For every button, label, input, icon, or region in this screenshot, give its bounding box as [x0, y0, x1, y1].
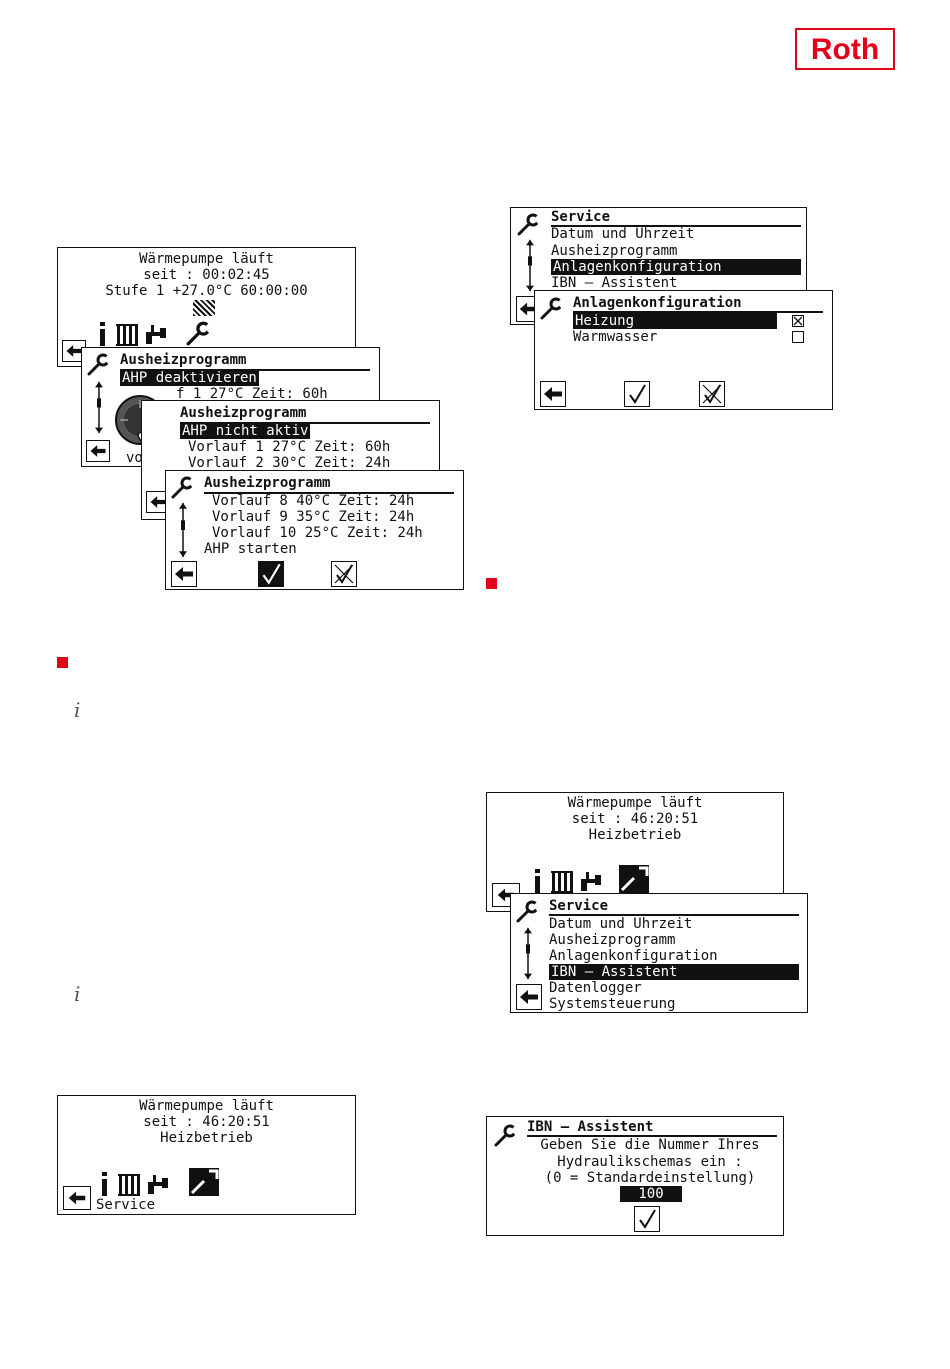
s4-service-screen: Service Datum und Uhrzeit Ausheizprogram…: [510, 893, 808, 1013]
confirm-button[interactable]: [258, 561, 284, 587]
s5-line2: Hydraulikschemas ein :: [557, 1154, 743, 1170]
s4-service-item-3[interactable]: IBN – Assistent: [549, 964, 799, 980]
s2-service-item-2[interactable]: Anlagenkonfiguration: [551, 259, 801, 275]
confirm-button[interactable]: [634, 1206, 660, 1232]
s2-config-screen: Anlagenkonfiguration Heizung Warmwasser: [534, 290, 833, 410]
s3-footer: Service: [96, 1197, 156, 1213]
wrench-icon: [171, 475, 195, 499]
s4-service-item-5[interactable]: Systemsteuerung: [549, 996, 676, 1012]
s3-main-screen: Wärmepumpe läuft seit : 46:20:51 Heizbet…: [57, 1095, 356, 1215]
s1-ahp2-row2: Vorlauf 2 30°C Zeit: 24h: [188, 455, 391, 471]
scrollbar[interactable]: [525, 238, 535, 293]
schema-number-input[interactable]: 100: [620, 1186, 682, 1202]
s3-line1: Wärmepumpe läuft: [139, 1098, 274, 1114]
s5-ibn-screen: IBN – Assistent Geben Sie die Nummer Ihr…: [486, 1116, 784, 1236]
s1-ahp2-selected[interactable]: AHP nicht aktiv: [180, 423, 311, 439]
s1-main-line3: Stufe 1 +27.0°C 60:00:00: [105, 283, 308, 299]
s1-ahp3-row1: Vorlauf 8 40°C Zeit: 24h: [212, 493, 415, 509]
s1-ahp2-row1: Vorlauf 1 27°C Zeit: 60h: [188, 439, 391, 455]
s4-main-line3: Heizbetrieb: [588, 827, 682, 843]
s4-service-item-1[interactable]: Ausheizprogramm: [549, 932, 676, 948]
s1-main-line1: Wärmepumpe läuft: [139, 251, 274, 267]
s3-line2: seit : 46:20:51: [143, 1114, 270, 1130]
wrench-icon: [516, 899, 540, 923]
s2-service-item-0[interactable]: Datum und Uhrzeit: [551, 226, 695, 242]
s1-ahp1-selected[interactable]: AHP deaktivieren: [120, 370, 259, 386]
s1-main-line2: seit : 00:02:45: [143, 267, 270, 283]
scrollbar[interactable]: [178, 501, 188, 559]
back-button[interactable]: [171, 561, 197, 587]
s1-ahp1-title: Ausheizprogramm: [120, 352, 247, 368]
back-button[interactable]: [540, 381, 566, 407]
s4-main-screen: Wärmepumpe läuft seit : 46:20:51 Heizbet…: [486, 792, 784, 912]
s4-service-title: Service: [549, 898, 609, 914]
s1-ahp3-row3: Vorlauf 10 25°C Zeit: 24h: [212, 525, 423, 541]
s4-main-line2: seit : 46:20:51: [571, 811, 699, 827]
svg-text:Roth: Roth: [811, 33, 879, 66]
s2-config-item-0[interactable]: Heizung: [573, 313, 777, 329]
s3-line3: Heizbetrieb: [160, 1130, 253, 1146]
s5-title: IBN – Assistent: [527, 1119, 654, 1135]
s1-ahp2-title: Ausheizprogramm: [180, 405, 307, 421]
s1-ahp1-footer: vo: [126, 450, 143, 466]
s4-main-line1: Wärmepumpe läuft: [567, 795, 703, 811]
s5-line1: Geben Sie die Nummer Ihres: [540, 1137, 760, 1153]
s1-ahp3-screen: Ausheizprogramm Vorlauf 8 40°C Zeit: 24h…: [165, 470, 464, 590]
s4-service-item-2[interactable]: Anlagenkonfiguration: [549, 948, 718, 964]
scrollbar[interactable]: [523, 926, 533, 981]
back-button[interactable]: [63, 1186, 91, 1210]
service-icon[interactable]: [619, 865, 649, 893]
heizung-checkbox[interactable]: [792, 315, 804, 327]
wrench-icon[interactable]: [186, 320, 212, 346]
progress-indicator: [193, 300, 215, 316]
s1-ahp3-row4[interactable]: AHP starten: [204, 541, 297, 557]
s2-config-title: Anlagenkonfiguration: [573, 295, 742, 311]
wrench-icon: [494, 1123, 518, 1147]
info-icon: i: [74, 982, 81, 1006]
back-button[interactable]: [86, 440, 110, 462]
cancel-button[interactable]: [699, 381, 725, 407]
s2-config-item-1[interactable]: Warmwasser: [573, 329, 658, 345]
wrench-icon: [517, 212, 541, 236]
s1-ahp1-row: f 1 27°C Zeit: 60h: [176, 386, 328, 402]
s1-ahp3-row2: Vorlauf 9 35°C Zeit: 24h: [212, 509, 415, 525]
bullet-icon: [486, 578, 497, 589]
roth-logo: Roth: [795, 28, 895, 70]
s4-service-item-0[interactable]: Datum und Uhrzeit: [549, 916, 693, 932]
s2-service-title: Service: [551, 209, 611, 225]
s4-service-item-4[interactable]: Datenlogger: [549, 980, 642, 996]
wrench-icon: [87, 352, 111, 376]
s5-line3: (0 = Standardeinstellung): [544, 1170, 756, 1186]
s1-ahp3-title: Ausheizprogramm: [204, 475, 331, 491]
confirm-button[interactable]: [624, 381, 650, 407]
s2-service-item-3[interactable]: IBN – Assistent: [551, 275, 678, 291]
bullet-icon: [57, 657, 68, 668]
info-icon: i: [74, 698, 81, 722]
scrollbar[interactable]: [94, 380, 104, 435]
cancel-button[interactable]: [331, 561, 357, 587]
s2-service-item-1[interactable]: Ausheizprogramm: [551, 243, 678, 259]
warmwasser-checkbox[interactable]: [792, 331, 804, 343]
service-icon[interactable]: [189, 1168, 219, 1196]
back-button[interactable]: [516, 984, 542, 1010]
wrench-icon: [540, 296, 564, 320]
